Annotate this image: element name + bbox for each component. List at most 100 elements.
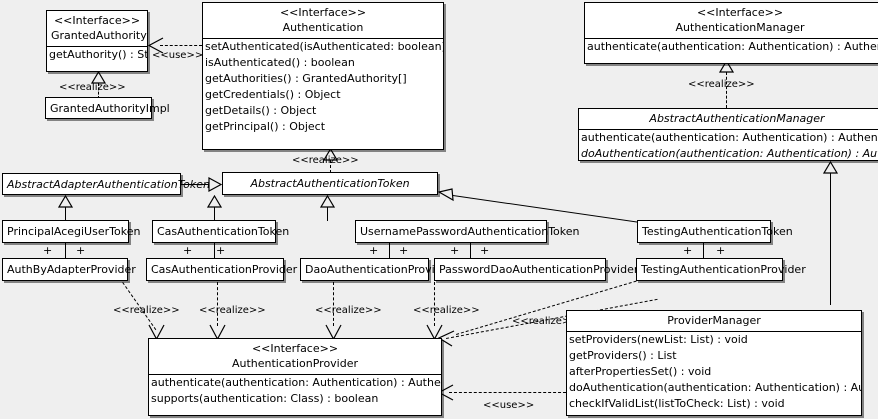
edge-label-use-providermanager: <<use>> — [483, 400, 535, 411]
edge-passworddaoprovider-realizes-authprovider — [434, 282, 435, 326]
class-header: <<Interface>> AuthenticationManager — [585, 3, 878, 38]
class-name: TestingAuthenticationProvider — [641, 263, 806, 276]
operation: doAuthentication(authentication: Authent… — [581, 147, 878, 160]
stereotype-label: <<Interface>> — [279, 6, 367, 19]
class-name: CasAuthenticationToken — [157, 225, 290, 238]
class-cas-authentication-token[interactable]: CasAuthenticationToken — [152, 220, 290, 243]
class-header: PrincipalAcegiUserToken — [3, 221, 141, 242]
class-provider-manager[interactable]: ProviderManager setProviders(newList: Li… — [566, 310, 862, 416]
operation: getAuthority() : String — [49, 48, 147, 61]
operation: setProviders(newList: List) : void — [569, 333, 748, 346]
operations-compartment: authenticate(authentication: Authenticat… — [579, 129, 878, 162]
realize-triangle-authentication — [323, 148, 338, 161]
edge-daoprovider-realizes-authprovider — [333, 282, 334, 326]
class-header: TestingAuthenticationToken — [638, 221, 793, 242]
class-authentication[interactable]: <<Interface>> Authentication setAuthenti… — [202, 2, 444, 150]
assoc-multiplicity-plus: + — [369, 244, 379, 257]
class-header: AbstractAdapterAuthenticationToken — [3, 174, 210, 195]
assoc-castoken-casprovider — [214, 243, 215, 259]
class-password-dao-authentication-provider[interactable]: PasswordDaoAuthenticationProvider — [434, 258, 639, 281]
class-username-password-authentication-token[interactable]: UsernamePasswordAuthenticationToken — [355, 220, 580, 243]
generalization-triangle-abstracttoken-testing — [438, 188, 454, 203]
edge-label-realize-passworddaoprovider: <<realize>> — [413, 305, 480, 316]
class-name: GrantedAuthority — [51, 29, 147, 42]
class-dao-authentication-provider[interactable]: DaoAuthenticationProvider — [300, 258, 453, 281]
class-name: AuthenticationManager — [675, 21, 805, 34]
class-header: <<Interface>> Authentication — [203, 3, 443, 38]
operations-compartment: getAuthority() : String — [47, 46, 147, 63]
class-name: PasswordDaoAuthenticationProvider — [439, 263, 639, 276]
edge-principalacegi-extends — [65, 207, 66, 221]
class-name: Authentication — [282, 21, 364, 34]
assoc-upwtoken-passworddaoprovider — [470, 243, 471, 259]
operations-compartment: setProviders(newList: List) : void getPr… — [567, 331, 861, 412]
assoc-multiplicity-plus: + — [480, 244, 490, 257]
class-granted-authority-impl[interactable]: GrantedAuthorityImpl — [45, 97, 170, 119]
assoc-multiplicity-plus: + — [76, 244, 86, 257]
class-header: AbstractAuthenticationManager — [579, 109, 878, 129]
class-header: PasswordDaoAuthenticationProvider — [435, 259, 639, 280]
edge-abstractadapter-extends-abstracttoken — [181, 184, 210, 185]
class-name: UsernamePasswordAuthenticationToken — [360, 225, 580, 238]
class-testing-authentication-token[interactable]: TestingAuthenticationToken — [637, 220, 793, 243]
class-principal-acegi-user-token[interactable]: PrincipalAcegiUserToken — [2, 220, 141, 243]
operation: getAuthorities() : GrantedAuthority[] — [205, 72, 407, 85]
class-testing-authentication-provider[interactable]: TestingAuthenticationProvider — [636, 258, 806, 281]
realize-triangle-grantedauthority — [91, 71, 106, 84]
edge-casprovider-realizes-authprovider — [217, 282, 218, 326]
edge-providermanager-extends-abstractmanager — [830, 173, 831, 305]
edge-label-realize-authentication: <<realize>> — [292, 155, 359, 166]
class-header: AuthByAdapterProvider — [3, 259, 136, 280]
operation: authenticate(authentication: Authenticat… — [151, 376, 441, 389]
class-abstract-authentication-token[interactable]: AbstractAuthenticationToken — [222, 172, 438, 195]
edge-providermanager-uses-authprovider — [449, 392, 566, 393]
class-header: CasAuthenticationToken — [153, 221, 290, 242]
operation: afterPropertiesSet() : void — [569, 365, 712, 378]
edge-label-realize-providermanager: <<realize>> — [512, 316, 579, 327]
operation: getCredentials() : Object — [205, 88, 341, 101]
edge-usernamepasswordtoken-extends — [327, 207, 328, 221]
edge-abstractauthenticationtoken-realizes-authentication — [330, 160, 331, 173]
class-authentication-provider[interactable]: <<Interface>> AuthenticationProvider aut… — [148, 338, 442, 416]
operations-compartment: authenticate(authentication: Authenticat… — [585, 38, 878, 55]
class-name: CasAuthenticationProvider — [151, 263, 298, 276]
stereotype-label: <<Interface>> — [251, 342, 339, 355]
class-name: AbstractAuthenticationManager — [649, 112, 825, 125]
class-authentication-manager[interactable]: <<Interface>> AuthenticationManager auth… — [584, 2, 878, 64]
class-auth-by-adapter-provider[interactable]: AuthByAdapterProvider — [2, 258, 136, 281]
class-abstract-authentication-manager[interactable]: AbstractAuthenticationManager authentica… — [578, 108, 878, 161]
edge-label-use-grantedauthority: <<use>> — [152, 50, 204, 61]
class-name: DaoAuthenticationProvider — [305, 263, 453, 276]
stereotype-label: <<Interface>> — [696, 6, 784, 19]
operation: isAuthenticated() : boolean — [205, 56, 355, 69]
operation: authenticate(authentication: Authenticat… — [581, 131, 878, 144]
class-name: AbstractAuthenticationToken — [250, 177, 410, 190]
generalization-triangle-abstractadapter — [58, 195, 73, 208]
class-name: ProviderManager — [667, 314, 761, 327]
generalization-triangle-abstractauthmanager — [823, 161, 838, 174]
operation: getPrincipal() : Object — [205, 120, 326, 133]
edge-label-realize-authenticationmanager: <<realize>> — [688, 79, 755, 90]
class-name: AbstractAdapterAuthenticationToken — [7, 178, 210, 191]
class-abstract-adapter-authentication-token[interactable]: AbstractAdapterAuthenticationToken — [2, 173, 210, 195]
class-header: AbstractAuthenticationToken — [223, 173, 437, 194]
assoc-multiplicity-plus: + — [216, 244, 226, 257]
edge-label-realize-daoprovider: <<realize>> — [315, 305, 382, 316]
edge-label-realize-authbyadapter: <<realize>> — [113, 305, 180, 316]
assoc-principalacegi-authbyadapter — [65, 243, 66, 259]
operation: getProviders() : List — [569, 349, 677, 362]
assoc-multiplicity-plus: + — [183, 244, 193, 257]
class-name: PrincipalAcegiUserToken — [7, 225, 141, 238]
class-name: AuthenticationProvider — [231, 357, 359, 370]
assoc-multiplicity-plus: + — [43, 244, 53, 257]
realize-triangle-authenticationmanager — [719, 60, 734, 73]
class-granted-authority[interactable]: <<Interface>> GrantedAuthority getAuthor… — [46, 10, 148, 72]
edge-authentication-uses-grantedauthority — [160, 45, 202, 46]
edge-castoken-extends — [214, 207, 215, 221]
class-header: <<Interface>> GrantedAuthority — [47, 11, 147, 46]
class-cas-authentication-provider[interactable]: CasAuthenticationProvider — [146, 258, 298, 281]
assoc-testingtoken-testingprovider — [703, 243, 704, 259]
class-header: TestingAuthenticationProvider — [637, 259, 806, 280]
class-name: TestingAuthenticationToken — [642, 225, 793, 238]
